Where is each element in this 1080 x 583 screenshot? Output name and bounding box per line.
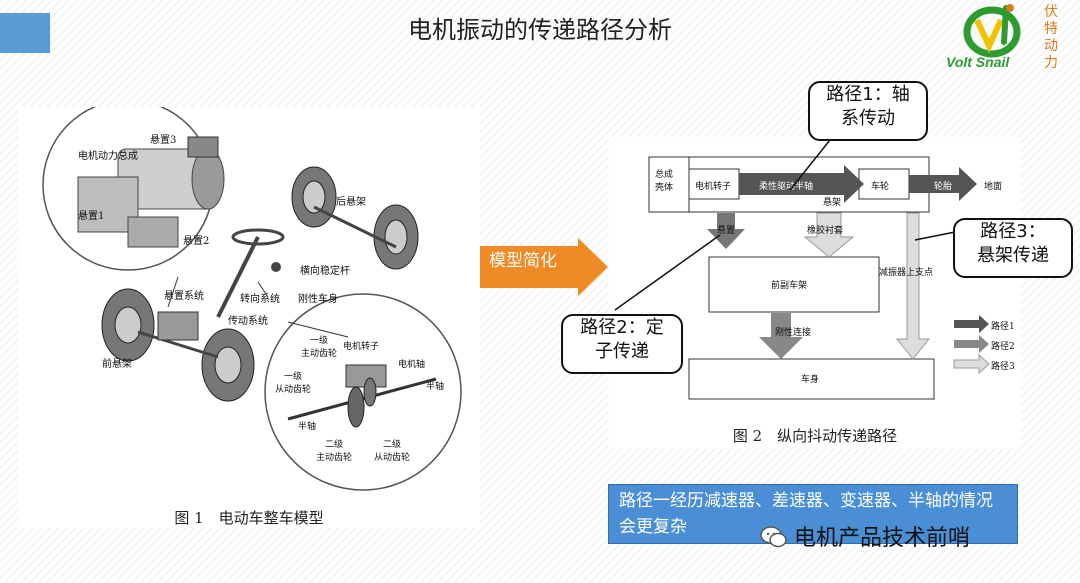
callout-path3: 路径3： 悬架传递 <box>953 218 1073 278</box>
label-wheel: 车轮 <box>871 182 890 192</box>
logo-brand-text: Volt Snail <box>946 54 1010 70</box>
watermark: 电机产品技术前哨 <box>760 520 970 552</box>
logo-vertical-text: 伏特动力 <box>1044 4 1058 71</box>
label-steering-system: 转向系统 <box>240 294 280 305</box>
label-motor-rotor-fig1: 电机转子 <box>343 342 380 352</box>
callout-path1: 路径1：轴 系传动 <box>808 81 928 141</box>
label-suspension-system: 悬置系统 <box>164 291 204 302</box>
label-stabilizer-bar: 横向稳定杆 <box>300 266 350 277</box>
watermark-text: 电机产品技术前哨 <box>794 526 971 551</box>
label-rigid-body: 刚性车身 <box>298 294 338 305</box>
callout-path2: 路径2：定 子传递 <box>561 314 683 374</box>
wechat-icon <box>760 525 788 549</box>
label-primary-driven-gear: 一级 从动齿轮 <box>275 372 312 395</box>
simplify-arrow <box>480 238 608 296</box>
legend-path1: 路径1 <box>991 322 1015 332</box>
legend-path2: 路径2 <box>991 342 1015 352</box>
label-drive-system: 传动系统 <box>228 316 268 327</box>
label-suspension-fig2: 悬架 <box>823 198 842 208</box>
label-primary-drive-gear: 一级 主动齿轮 <box>301 336 338 359</box>
label-ground: 地面 <box>984 182 1003 192</box>
slide-title: 电机振动的传递路径分析 <box>408 16 672 44</box>
label-motor-rotor-fig2: 电机转子 <box>695 182 732 192</box>
label-rubber-bushing: 橡胶衬套 <box>807 226 844 236</box>
transmission-path-diagram <box>648 156 990 400</box>
corner-accent-block <box>0 13 50 53</box>
label-tire: 轮胎 <box>934 182 953 192</box>
label-half-shaft-right: 半轴 <box>426 382 445 392</box>
figure-2-transmission-path: 总成 壳体 电机转子 柔性驱动半轴 车轮 轮胎 地面 悬置 悬架 橡胶衬套 减振… <box>609 137 1021 449</box>
label-rigid-connection: 刚性连接 <box>775 328 812 338</box>
legend-path3: 路径3 <box>991 362 1015 372</box>
vehicle-model-illustration <box>42 99 462 491</box>
label-front-suspension: 前悬架 <box>102 359 132 370</box>
label-motor-shaft: 电机轴 <box>398 360 426 370</box>
simplify-arrow-label: 模型简化 <box>489 251 557 271</box>
label-rear-suspension: 后悬架 <box>336 197 366 208</box>
note-box: 路径一经历减速器、差速器、变速器、半轴的情况会更复杂 <box>608 484 1018 544</box>
brand-logo: Volt Snail 伏特动力 <box>944 2 1074 78</box>
label-mount1: 悬置1 <box>78 211 105 222</box>
label-half-shaft-left: 半轴 <box>298 422 317 432</box>
label-secondary-driven-gear: 二级 从动齿轮 <box>374 440 411 463</box>
logo-mark <box>963 4 1021 58</box>
figure-1-vehicle-model: 悬置3 电机动力总成 悬置1 悬置2 后悬架 横向稳定杆 悬置系统 转向系统 刚… <box>18 99 480 528</box>
label-mount3: 悬置3 <box>150 135 177 146</box>
label-damper-top: 减振器上支点 <box>879 268 934 278</box>
figure-2-caption: 图 2 纵向抖动传递路径 <box>732 427 898 445</box>
label-powertrain: 电机动力总成 <box>78 151 138 162</box>
label-assembly-housing: 总成 壳体 <box>655 170 674 193</box>
label-subframe: 前副车架 <box>771 281 808 291</box>
figure-1-caption: 图 1 电动车整车模型 <box>174 509 324 527</box>
label-mount: 悬置 <box>717 226 736 236</box>
label-body: 车身 <box>801 375 820 385</box>
label-secondary-drive-gear: 二级 主动齿轮 <box>316 440 353 463</box>
label-mount2: 悬置2 <box>183 236 210 247</box>
label-flex-drive-shaft: 柔性驱动半轴 <box>759 182 814 192</box>
